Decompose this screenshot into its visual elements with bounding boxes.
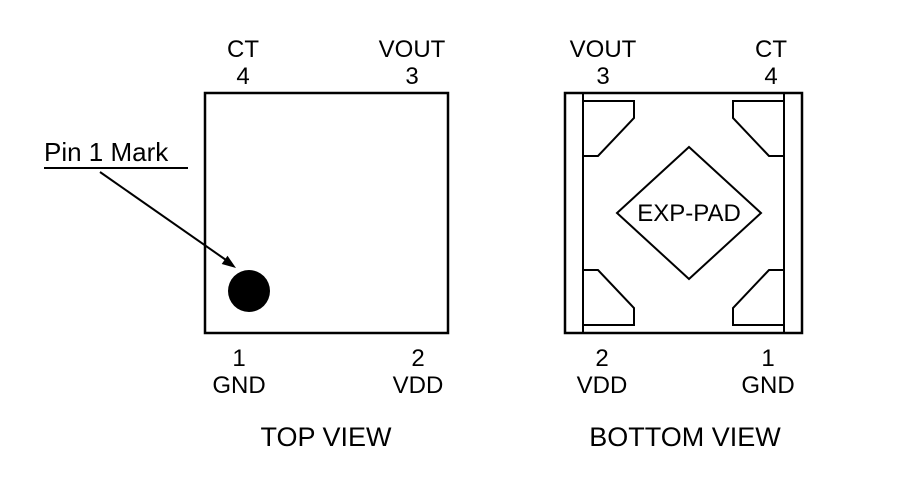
bottom-view-pin3-name: VOUT: [570, 36, 637, 63]
pad-bottom-right: [732, 269, 785, 326]
pin1-mark-arrow-head: [221, 255, 236, 268]
top-view-pin1-number: 1: [232, 345, 245, 372]
top-view-pin4-number: 4: [236, 63, 249, 90]
top-view-pin4-name: CT: [227, 36, 259, 63]
top-view-pin2-number: 2: [411, 345, 424, 372]
bottom-view-pin2-number: 2: [595, 345, 608, 372]
bottom-view-pin2-name: VDD: [577, 372, 628, 399]
exposed-pad-label: EXP-PAD: [637, 200, 741, 227]
top-view-pin3-number: 3: [405, 63, 418, 90]
exposed-pad-diamond: [615, 145, 763, 281]
pin1-mark-arrow-line: [99, 171, 227, 261]
pad-top-right: [732, 100, 785, 157]
top-view-pin1-name: GND: [212, 372, 265, 399]
pad-bottom-left: [582, 269, 635, 326]
top-view-title: TOP VIEW: [260, 422, 392, 452]
pad-top-left: [582, 100, 635, 157]
top-view-pin2-name: VDD: [393, 372, 444, 399]
top-view-pin3-name: VOUT: [379, 36, 446, 63]
bottom-view-pin4-name: CT: [755, 36, 787, 63]
bottom-view-pin1-name: GND: [741, 372, 794, 399]
bottom-view-title: BOTTOM VIEW: [589, 422, 781, 452]
pin1-mark-label: Pin 1 Mark: [44, 137, 169, 167]
bottom-view-pin1-number: 1: [761, 345, 774, 372]
bottom-view-pin4-number: 4: [764, 63, 777, 90]
bottom-view: EXP-PAD VOUT 3 CT 4 2 VDD 1 GND BOTTOM V…: [563, 36, 804, 452]
pin1-mark-dot: [228, 270, 270, 312]
bottom-view-pin3-number: 3: [596, 63, 609, 90]
top-view: Pin 1 Mark CT 4 VOUT 3 1 GND 2 VDD TOP V…: [44, 36, 450, 452]
